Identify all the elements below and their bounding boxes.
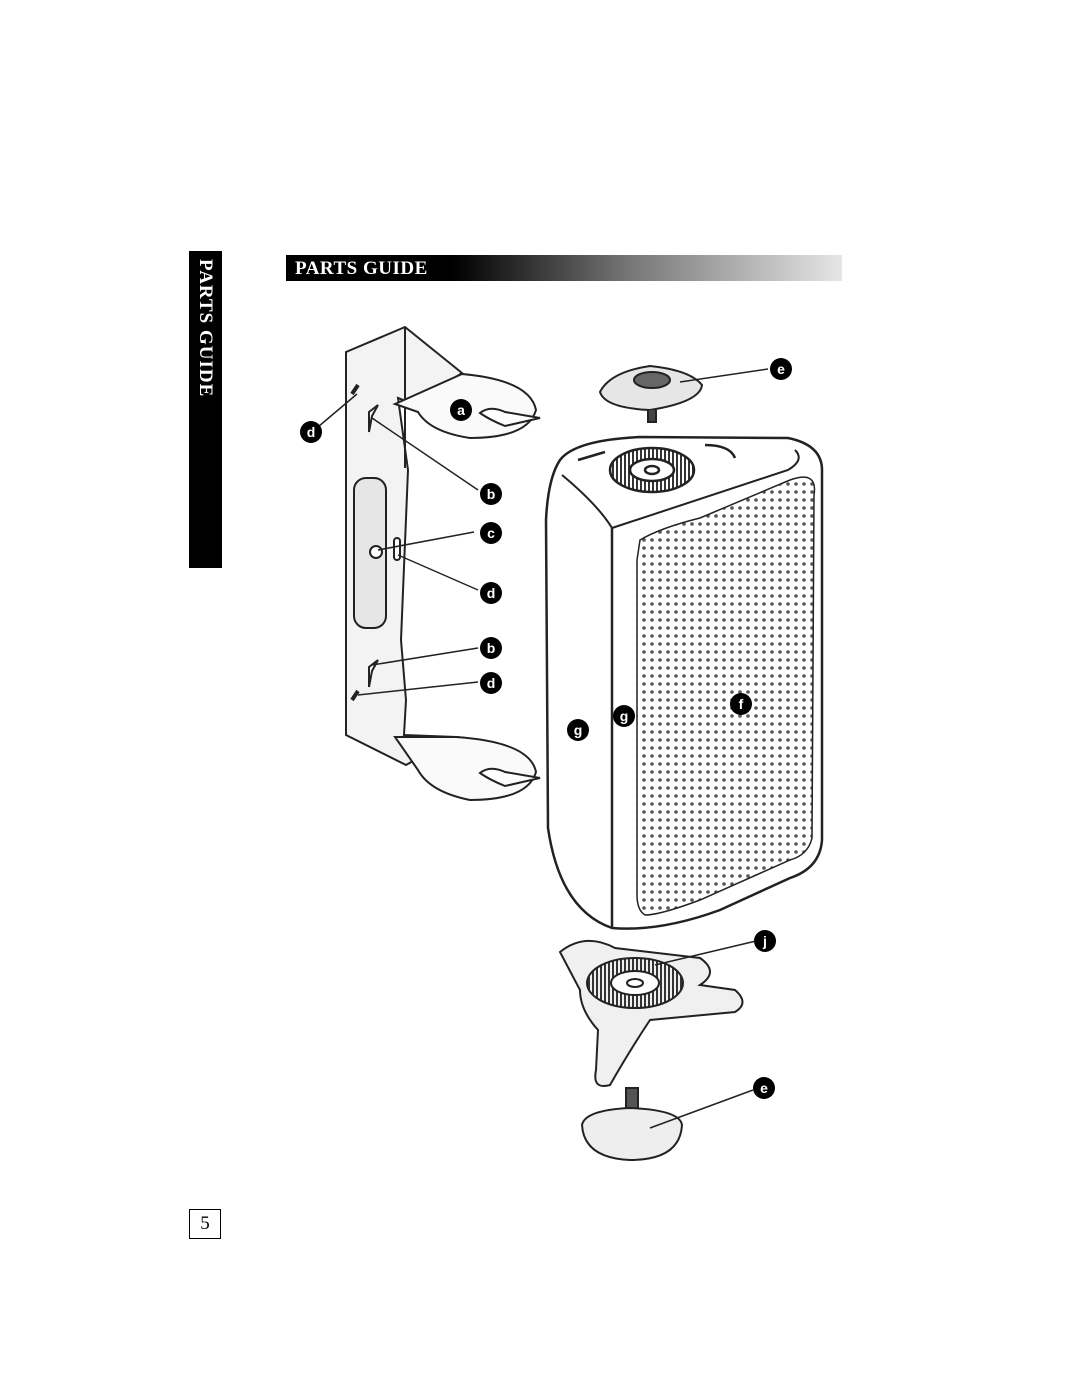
callout-e-bottom: e [753, 1077, 775, 1099]
callout-f: f [730, 693, 752, 715]
page-number: 5 [189, 1209, 221, 1239]
svg-text:d: d [307, 424, 316, 440]
svg-text:d: d [487, 585, 496, 601]
bracket-knockout-holes [350, 383, 541, 788]
speaker-cabinet [544, 435, 824, 930]
callout-d-bottom: d [480, 672, 502, 694]
callout-g-right: g [613, 705, 635, 727]
svg-text:c: c [487, 525, 495, 541]
svg-text:g: g [574, 722, 583, 738]
callout-d-left: d [300, 421, 322, 443]
svg-text:e: e [777, 361, 785, 377]
top-cap [598, 364, 704, 423]
svg-text:d: d [487, 675, 496, 691]
svg-text:b: b [487, 486, 496, 502]
callout-b-bottom: b [480, 637, 502, 659]
callout-e-top: e [770, 358, 792, 380]
base-foot [580, 1087, 684, 1162]
callout-c: c [480, 522, 502, 544]
callout-a: a [450, 399, 472, 421]
callout-d-mid: d [480, 582, 502, 604]
section-title: PARTS GUIDE [295, 258, 428, 279]
side-section-tab: PARTS GUIDE [189, 251, 222, 568]
callout-leader-lines [311, 368, 769, 1129]
svg-text:f: f [739, 696, 744, 712]
callout-j: j [754, 930, 776, 952]
wall-bracket [345, 325, 538, 802]
svg-text:b: b [487, 640, 496, 656]
svg-text:a: a [457, 402, 465, 418]
callout-b-top: b [480, 483, 502, 505]
base-stand [558, 940, 744, 1087]
svg-text:e: e [760, 1080, 768, 1096]
section-header-bar: PARTS GUIDE [286, 255, 842, 281]
callout-g-left: g [567, 719, 589, 741]
svg-text:j: j [762, 933, 767, 949]
svg-text:g: g [620, 708, 629, 724]
